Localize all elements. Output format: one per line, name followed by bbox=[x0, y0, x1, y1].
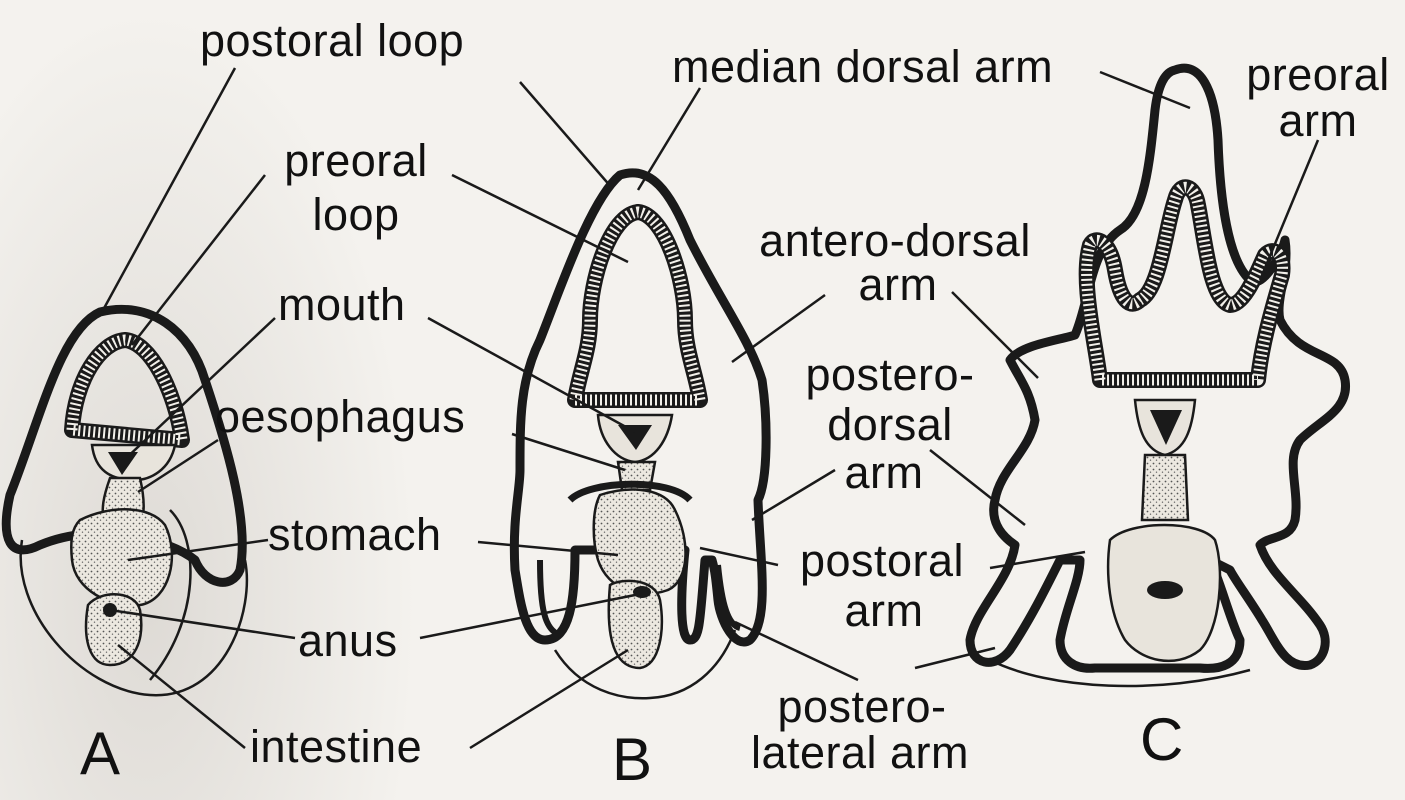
larva-c-anus bbox=[1147, 581, 1183, 599]
leader-postoral-loop-b bbox=[520, 82, 612, 188]
larva-a-stomach bbox=[71, 509, 172, 605]
larva-a-preoral-loop bbox=[72, 340, 182, 440]
label-postero-lateral-arm-line1: postero- bbox=[777, 684, 946, 729]
label-antero-dorsal-arm-line1: antero-dorsal bbox=[759, 218, 1031, 263]
label-postoral-arm-line2: arm bbox=[845, 588, 924, 633]
panel-label-c: C bbox=[1140, 710, 1184, 770]
larva-b bbox=[514, 173, 766, 698]
larva-c bbox=[970, 68, 1346, 686]
label-mouth: mouth bbox=[278, 282, 406, 327]
label-anus: anus bbox=[298, 618, 398, 663]
label-postero-dorsal-arm-line2: dorsal bbox=[827, 402, 953, 447]
leader-median-dorsal-arm-c bbox=[1100, 72, 1190, 108]
leader-postero-lateral-arm-b bbox=[735, 622, 858, 680]
label-antero-dorsal-arm-line2: arm bbox=[859, 262, 938, 307]
leader-median-dorsal-arm bbox=[638, 88, 700, 190]
label-postero-dorsal-arm-line3: arm bbox=[845, 450, 924, 495]
leader-postoral-loop-a bbox=[102, 68, 235, 312]
label-preoral-loop-line2: loop bbox=[312, 192, 399, 237]
leader-preoral-loop-a bbox=[132, 175, 265, 345]
label-preoral-arm-line2: arm bbox=[1279, 98, 1358, 143]
larva-b-stomach bbox=[594, 490, 686, 594]
label-intestine: intestine bbox=[250, 724, 422, 769]
panel-label-b: B bbox=[612, 730, 653, 790]
leader-intestine-b bbox=[470, 650, 628, 748]
label-postero-dorsal-arm-line1: postero- bbox=[805, 352, 974, 397]
panel-label-a: A bbox=[80, 724, 121, 784]
larva-b-anus bbox=[633, 586, 651, 598]
label-oesophagus: oesophagus bbox=[215, 394, 465, 439]
label-preoral-arm-line1: preoral bbox=[1246, 52, 1390, 97]
label-postoral-arm-line1: postoral bbox=[800, 538, 964, 583]
label-postoral-loop: postoral loop bbox=[200, 18, 464, 63]
label-preoral-loop-line1: preoral bbox=[284, 138, 428, 183]
larva-a bbox=[6, 309, 247, 695]
leader-intestine-a bbox=[118, 645, 245, 748]
larva-c-oesophagus bbox=[1142, 455, 1188, 520]
label-median-dorsal-arm: median dorsal arm bbox=[672, 44, 1053, 89]
leader-preoral-loop-b bbox=[452, 175, 628, 262]
label-postero-lateral-arm-line2: lateral arm bbox=[751, 730, 969, 775]
label-stomach: stomach bbox=[268, 512, 442, 557]
